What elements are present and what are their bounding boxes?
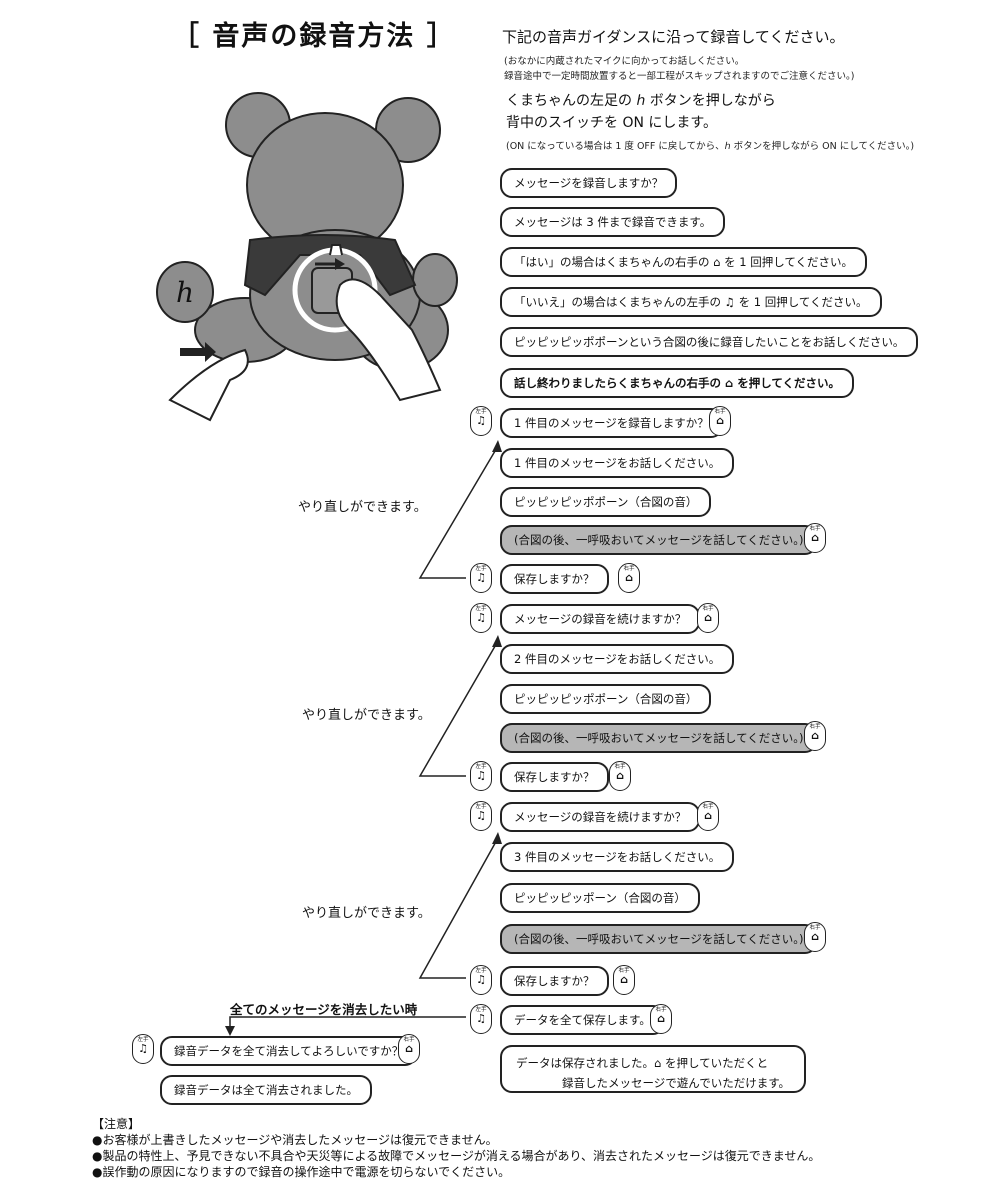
right-hand-yes-button: 右手⌂ [613,965,635,995]
left-hand-no-button: 左手♫ [470,761,492,791]
music-note-icon: ♫ [471,415,491,427]
right-hand-yes-button: 右手⌂ [697,801,719,831]
step-limit: メッセージは 3 件まで録音できます。 [500,207,725,237]
right-hand-yes-button: 右手⌂ [804,721,826,751]
music-note-icon: ♫ [471,810,491,822]
left-hand-no-button: 左手♫ [470,801,492,831]
saved-line2: 録音したメッセージで遊んでいただけます。 [516,1073,790,1093]
group1-ask: 1 件目のメッセージを録音しますか？ [500,408,723,438]
group3-ask: メッセージの録音を続けますか？ [500,802,700,832]
house-icon: ⌂ [698,612,718,624]
group1-redo: やり直しができます。 [298,496,427,515]
left-hand-no-button: 左手♫ [470,965,492,995]
music-note-icon: ♫ [471,572,491,584]
step-signal-instruction: ピッピッピッポポーンという合図の後に録音したいことをお話しください。 [500,327,918,357]
left-hand-no-button: 左手♫ [470,563,492,593]
right-hand-yes-button: 右手⌂ [804,523,826,553]
saved-line1: データは保存されました。⌂ を押していただくと [516,1053,790,1073]
group1-signal: ピッピッピッポポーン（合図の音） [500,487,711,517]
caution-notes: 【注意】 ●お客様が上書きしたメッセージや消去したメッセージは復元できません。 … [92,1116,820,1180]
group3-save: 保存しますか？ [500,966,609,996]
save-all-step: データを全て保存します。 [500,1005,665,1035]
note-item: ●誤作動の原因になりますので録音の操作途中で電源を切らないでください。 [92,1164,820,1180]
delete-confirm-step: 録音データを全て消去してよろしいですか？ [160,1036,417,1066]
group2-instruction: (合図の後、一呼吸おいてメッセージを話してください。) [500,723,817,753]
deleted-message: 録音データは全て消去されました。 [160,1075,372,1105]
notes-heading: 【注意】 [92,1116,820,1132]
group2-speak: 2 件目のメッセージをお話しください。 [500,644,734,674]
house-icon: ⌂ [710,415,730,427]
house-icon: ⌂ [698,810,718,822]
saved-message: データは保存されました。⌂ を押していただくと 録音したメッセージで遊んでいただ… [500,1045,806,1093]
group3-speak: 3 件目のメッセージをお話しください。 [500,842,734,872]
left-hand-no-button: 左手♫ [470,406,492,436]
music-note-icon: ♫ [471,974,491,986]
house-icon: ⌂ [610,770,630,782]
right-hand-yes-button: 右手⌂ [398,1034,420,1064]
house-icon: ⌂ [619,572,639,584]
group2-redo: やり直しができます。 [302,704,431,723]
group3-redo: やり直しができます。 [302,902,431,921]
music-note-icon: ♫ [133,1043,153,1055]
group1-speak: 1 件目のメッセージをお話しください。 [500,448,734,478]
house-icon: ⌂ [805,730,825,742]
right-hand-yes-button: 右手⌂ [609,761,631,791]
left-hand-no-button: 左手♫ [132,1034,154,1064]
group3-signal: ピッピッピッポーン（合図の音） [500,883,700,913]
right-hand-yes-button: 右手⌂ [618,563,640,593]
music-note-icon: ♫ [471,770,491,782]
left-hand-no-button: 左手♫ [470,1004,492,1034]
group2-save: 保存しますか？ [500,762,609,792]
house-icon: ⌂ [651,1013,671,1025]
left-hand-no-button: 左手♫ [470,603,492,633]
house-icon: ⌂ [805,931,825,943]
right-hand-yes-button: 右手⌂ [650,1004,672,1034]
note-item: ●製品の特性上、予見できない不具合や天災等による故障でメッセージが消える場合があ… [92,1148,820,1164]
note-item: ●お客様が上書きしたメッセージや消去したメッセージは復元できません。 [92,1132,820,1148]
delete-all-label: 全てのメッセージを消去したい時 [230,999,417,1018]
group1-save: 保存しますか？ [500,564,609,594]
group3-instruction: (合図の後、一呼吸おいてメッセージを話してください。) [500,924,817,954]
right-hand-yes-button: 右手⌂ [697,603,719,633]
step-yes-instruction: 「はい」の場合はくまちゃんの右手の ⌂ を 1 回押してください。 [500,247,867,277]
house-icon: ⌂ [399,1043,419,1055]
group2-signal: ピッピッピッポポーン（合図の音） [500,684,711,714]
music-note-icon: ♫ [471,1013,491,1025]
house-icon: ⌂ [614,974,634,986]
group2-ask: メッセージの録音を続けますか？ [500,604,700,634]
right-hand-yes-button: 右手⌂ [709,406,731,436]
step-record-prompt: メッセージを録音しますか？ [500,168,677,198]
step-no-instruction: 「いいえ」の場合はくまちゃんの左手の ♫ を 1 回押してください。 [500,287,882,317]
step-finish-instruction: 話し終わりましたらくまちゃんの右手の ⌂ を押してください。 [500,368,854,398]
house-icon: ⌂ [805,532,825,544]
group1-instruction: (合図の後、一呼吸おいてメッセージを話してください。) [500,525,817,555]
right-hand-yes-button: 右手⌂ [804,922,826,952]
music-note-icon: ♫ [471,612,491,624]
